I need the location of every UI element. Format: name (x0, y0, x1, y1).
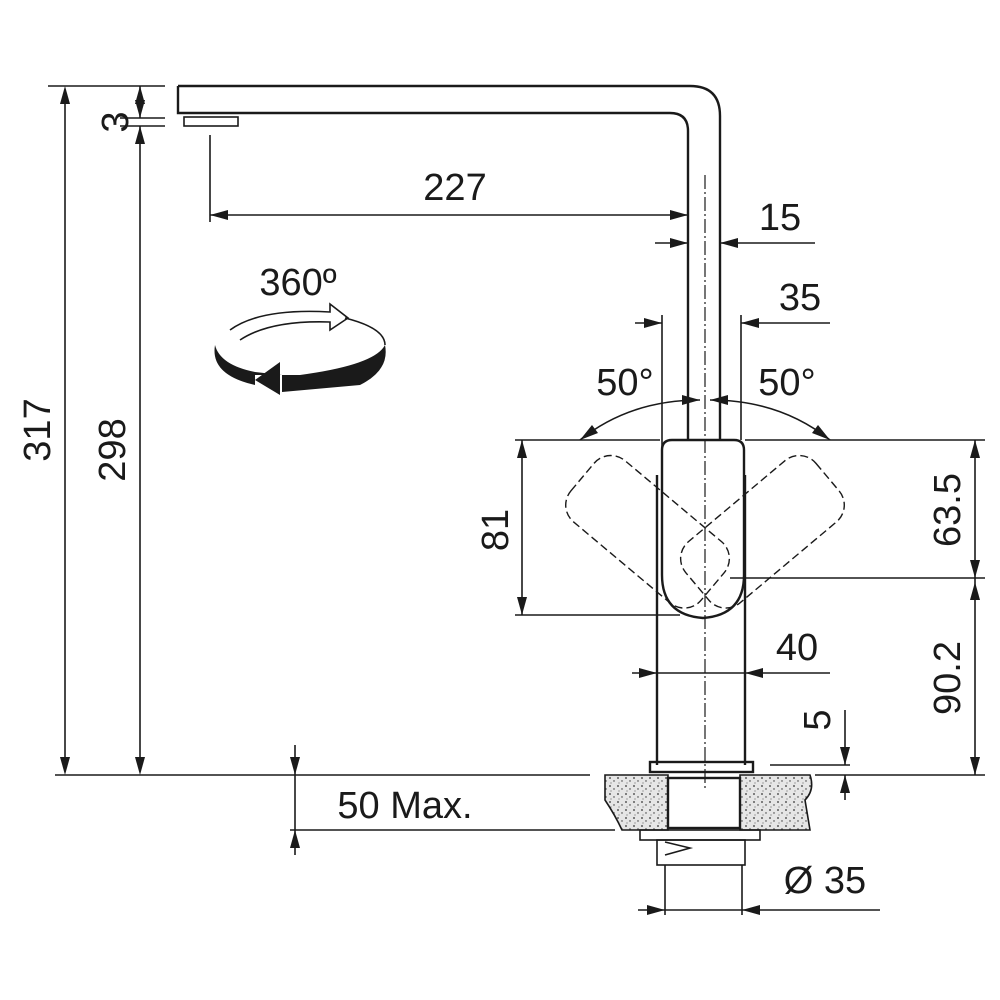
faucet-body (565, 438, 845, 774)
label-spout-offset: 3 (95, 111, 137, 132)
label-lever-angle-left: 50° (596, 362, 653, 404)
label-handle-height: 81 (475, 509, 517, 551)
label-spout-height: 298 (92, 418, 134, 481)
label-handle-top: 63.5 (927, 473, 969, 547)
lever-left-position (565, 454, 731, 609)
label-body-width: 40 (776, 627, 818, 669)
dimension-lines (48, 85, 985, 915)
label-body-height: 90.2 (927, 641, 969, 715)
spout (176, 84, 722, 440)
label-hole-diameter: Ø 35 (784, 860, 866, 902)
dimension-labels: 3 317 298 227 15 35 360º 50° 50° 81 63.5… (17, 111, 969, 902)
label-spout-diameter: 15 (759, 197, 801, 239)
label-rotation: 360º (259, 262, 336, 304)
countertop (55, 774, 985, 915)
label-lever-angle-right: 50° (758, 362, 815, 404)
label-neck-width: 35 (779, 277, 821, 319)
label-base-gap: 5 (797, 709, 839, 730)
rotation-arrow-icon (214, 302, 386, 395)
label-counter-thickness: 50 Max. (337, 785, 472, 827)
lever-right-position (679, 454, 845, 609)
label-total-height: 317 (17, 398, 59, 461)
label-spout-reach: 227 (423, 167, 486, 209)
